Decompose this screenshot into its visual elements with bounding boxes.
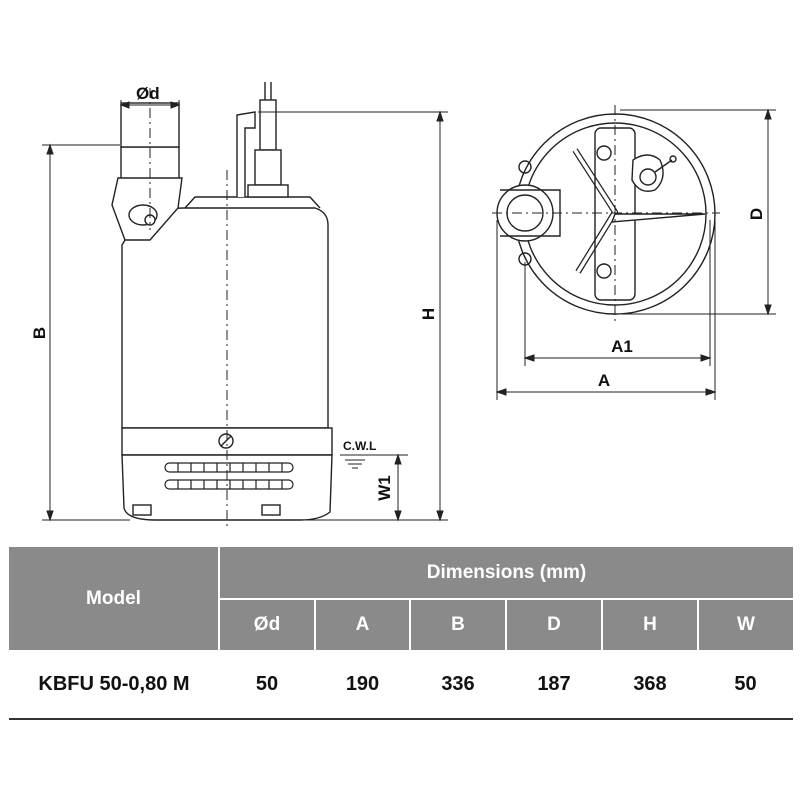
value-b: 336 <box>410 650 506 720</box>
dimension-a1 <box>523 220 712 366</box>
value-w: 50 <box>698 650 794 720</box>
side-view <box>111 82 333 528</box>
column-header-h: H <box>601 598 698 650</box>
label-od: Ød <box>136 84 160 103</box>
dimension-b <box>42 143 130 522</box>
label-cwl: C.W.L <box>343 439 376 453</box>
dimension-h <box>258 110 448 522</box>
dimension-od <box>119 100 181 112</box>
column-header-a: A <box>314 598 410 650</box>
label-w1: W1 <box>375 475 394 501</box>
dimension-a <box>495 220 717 400</box>
table-row: KBFU 50-0,80 M 50 190 336 187 368 50 <box>9 650 794 720</box>
dimensions-group-header: Dimensions (mm) <box>219 547 794 599</box>
suction-slots <box>164 462 294 490</box>
value-od: 50 <box>219 650 315 720</box>
model-header: Model <box>9 547 220 650</box>
dimension-d <box>620 108 776 316</box>
dimension-w1 <box>335 453 408 522</box>
column-header-d: D <box>505 598 602 650</box>
value-a: 190 <box>315 650 410 720</box>
label-h: H <box>419 308 438 320</box>
label-a1: A1 <box>611 337 633 356</box>
label-d: D <box>747 208 766 220</box>
dimensions-table: Model Dimensions (mm) Ød A B D H W KBFU … <box>9 547 794 720</box>
top-view <box>492 105 720 325</box>
model-cell: KBFU 50-0,80 M <box>9 650 219 720</box>
column-header-b: B <box>409 598 506 650</box>
pump-dimension-drawing: Ød B H C.W.L W1 A1 A D <box>30 82 776 528</box>
value-d: 187 <box>506 650 602 720</box>
column-header-od: Ød <box>218 598 315 650</box>
label-a: A <box>598 371 610 390</box>
label-b: B <box>30 327 49 339</box>
column-header-w: W <box>696 598 794 650</box>
value-h: 368 <box>602 650 698 720</box>
